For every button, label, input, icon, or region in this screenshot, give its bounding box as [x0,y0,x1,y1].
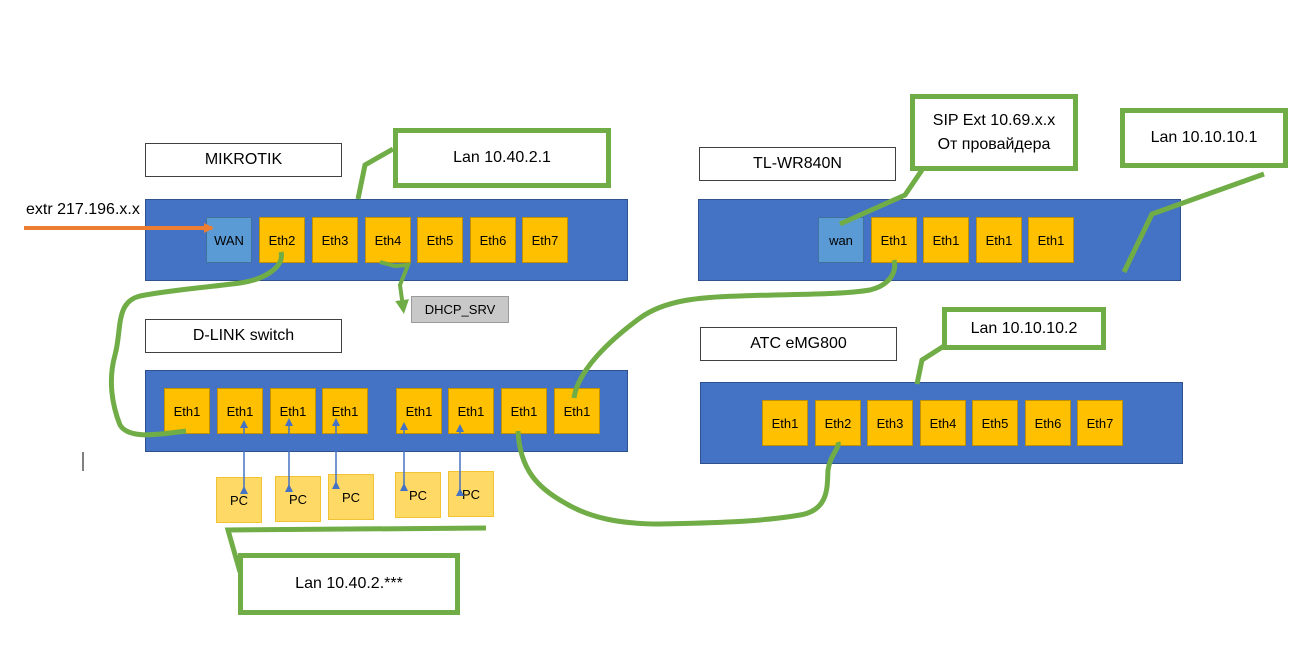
mikrotik-port-eth4: Eth4 [365,217,411,263]
dlink-port: Eth1 [554,388,600,434]
dhcp-server: DHCP_SRV [411,296,509,323]
dlink-port: Eth1 [270,388,316,434]
dlink-tplink-cable [571,259,898,399]
pc: PC [275,476,321,522]
dlink-port: Eth1 [501,388,547,434]
atc-port-eth5: Eth5 [972,400,1018,446]
tplink-port: Eth1 [923,217,969,263]
atc-port-eth1: Eth1 [762,400,808,446]
mikrotik-callout-leader [355,146,395,200]
sip-callout-line2: От провайдера [937,135,1051,153]
mikrotik-port-eth6: Eth6 [470,217,516,263]
sip-callout-leader [838,168,925,227]
atc-port-eth6: Eth6 [1025,400,1071,446]
atc-title: ATC eMG800 [700,327,897,361]
pc: PC [216,477,262,523]
mikrotik-port-wan: WAN [206,217,252,263]
sip-callout: SIP Ext 10.69.x.x От провайдера [910,94,1078,171]
mikrotik-title: MIKROTIK [145,143,342,177]
tplink-port: Eth1 [976,217,1022,263]
atc-port-eth3: Eth3 [867,400,913,446]
atc-port-eth4: Eth4 [920,400,966,446]
mikrotik-port-eth5: Eth5 [417,217,463,263]
dlink-title: D-LINK switch [145,319,342,353]
dlink-port: Eth1 [448,388,494,434]
mikrotik-port-eth7: Eth7 [522,217,568,263]
mikrotik-port-eth3: Eth3 [312,217,358,263]
atc-port-eth7: Eth7 [1077,400,1123,446]
dlink-atc-cable [515,430,841,527]
tplink-panel [698,199,1181,281]
tplink-port: Eth1 [1028,217,1074,263]
tplink-lan-callout-leader [1121,171,1265,274]
dlink-lan-callout-leader [224,525,487,573]
dlink-lan-callout: Lan 10.40.2.*** [238,553,460,615]
tplink-title: TL-WR840N [699,147,896,181]
mikrotik-lan-callout: Lan 10.40.2.1 [393,128,611,188]
dlink-port: Eth1 [164,388,210,434]
dlink-port: Eth1 [322,388,368,434]
tplink-port: Eth1 [871,217,917,263]
atc-lan-callout: Lan 10.10.10.2 [942,307,1106,350]
atc-port-eth2: Eth2 [815,400,861,446]
pc: PC [448,471,494,517]
sip-callout-line1: SIP Ext 10.69.x.x [932,111,1056,129]
extr-label: extr 217.196.x.x [26,201,140,218]
tplink-lan-callout: Lan 10.10.10.1 [1120,108,1288,168]
mikrotik-dlink-cable [108,251,284,438]
atc-callout-leader [914,343,946,385]
eth4-dhcp-link [379,260,412,314]
